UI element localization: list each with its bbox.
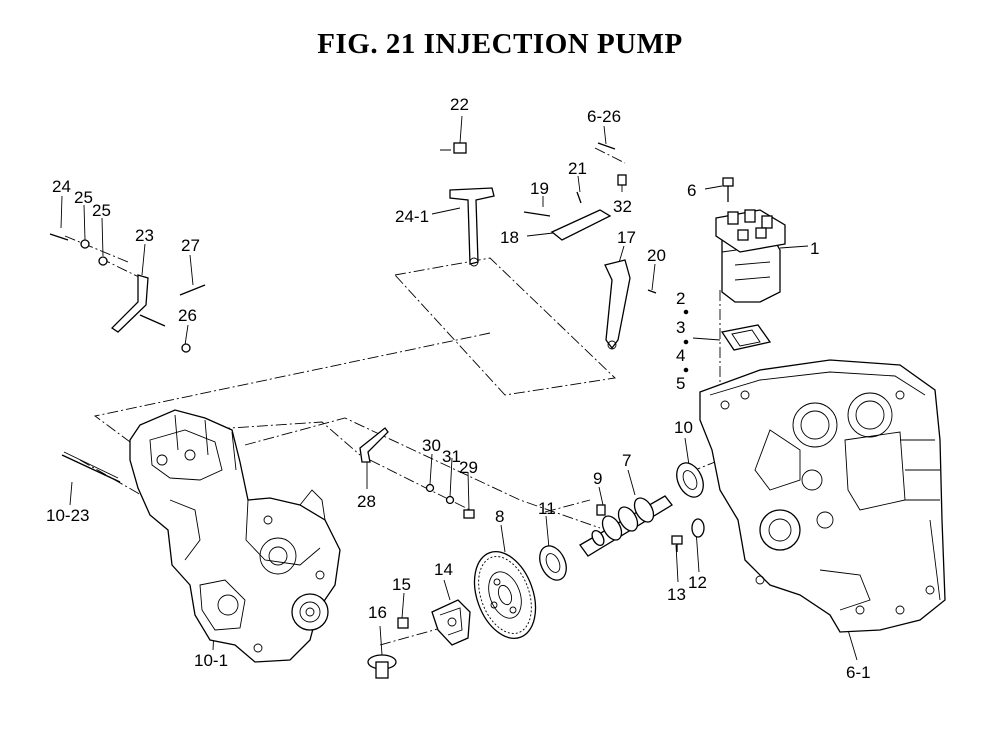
gasket-shim bbox=[683, 309, 772, 373]
label-24-1: 24-1 bbox=[395, 207, 429, 226]
nut-29 bbox=[463, 509, 475, 519]
label-19: 19 bbox=[530, 179, 549, 198]
key-9 bbox=[596, 504, 606, 516]
clip-32 bbox=[617, 174, 627, 186]
camshaft bbox=[579, 495, 673, 557]
label-10: 10 bbox=[674, 418, 693, 437]
label-22: 22 bbox=[450, 95, 469, 114]
stud-10-23 bbox=[61, 451, 121, 483]
label-27: 27 bbox=[181, 236, 200, 255]
label-10-1: 10-1 bbox=[194, 651, 228, 670]
label-13: 13 bbox=[667, 585, 686, 604]
label-2: 2 bbox=[676, 289, 685, 308]
label-31: 31 bbox=[442, 447, 461, 466]
bolt-6 bbox=[722, 177, 734, 202]
pin-20 bbox=[647, 289, 657, 294]
lever-23 bbox=[110, 274, 166, 333]
label-29: 29 bbox=[459, 458, 478, 477]
washer-30 bbox=[425, 483, 435, 493]
label-21: 21 bbox=[568, 159, 587, 178]
lever-28 bbox=[359, 427, 389, 463]
label-15: 15 bbox=[392, 575, 411, 594]
label-32: 32 bbox=[613, 197, 632, 216]
label-6-1: 6-1 bbox=[846, 663, 871, 682]
bolt-24 bbox=[49, 233, 69, 241]
label-16: 16 bbox=[368, 603, 387, 622]
label-4: 4 bbox=[676, 346, 685, 365]
label-8: 8 bbox=[495, 507, 504, 526]
bolt-19 bbox=[523, 211, 551, 217]
label-12: 12 bbox=[688, 573, 707, 592]
label-3: 3 bbox=[676, 318, 685, 337]
link-18 bbox=[550, 209, 612, 241]
bearing-11 bbox=[539, 545, 567, 581]
label-20: 20 bbox=[647, 246, 666, 265]
label-17: 17 bbox=[617, 228, 636, 247]
spring-27 bbox=[179, 284, 206, 296]
pin-15 bbox=[397, 617, 409, 629]
gear-case-housing bbox=[129, 409, 341, 663]
label-14: 14 bbox=[434, 560, 453, 579]
label-1: 1 bbox=[810, 239, 819, 258]
cylinder-block bbox=[699, 359, 946, 633]
label-9: 9 bbox=[593, 469, 602, 488]
label-25-nut: 25 bbox=[92, 201, 111, 220]
governor-weights-14 bbox=[431, 599, 471, 646]
label-23: 23 bbox=[135, 226, 154, 245]
label-7: 7 bbox=[622, 451, 631, 470]
figure-title: FIG. 21 INJECTION PUMP bbox=[317, 28, 683, 60]
label-30: 30 bbox=[422, 436, 441, 455]
injection-pump bbox=[715, 209, 786, 303]
label-25-washer: 25 bbox=[74, 188, 93, 207]
washer-12 bbox=[691, 518, 705, 538]
washer-31 bbox=[445, 495, 455, 505]
gear-8 bbox=[473, 550, 537, 640]
bolt-13 bbox=[671, 535, 683, 552]
label-26: 26 bbox=[178, 306, 197, 325]
label-10-23: 10-23 bbox=[46, 506, 89, 525]
nut-25 bbox=[98, 256, 108, 266]
bearing-10 bbox=[676, 462, 704, 498]
label-24: 24 bbox=[52, 177, 71, 196]
ring-26 bbox=[181, 343, 191, 353]
shaft-16 bbox=[367, 654, 397, 679]
lever-24-1 bbox=[449, 187, 495, 267]
leader-lines bbox=[60, 115, 858, 661]
pin-22 bbox=[453, 142, 467, 154]
pin-21 bbox=[576, 191, 582, 204]
bolt-6-26 bbox=[597, 142, 616, 150]
fork-lever-17 bbox=[604, 259, 631, 350]
label-6-26: 6-26 bbox=[587, 107, 621, 126]
washer-25 bbox=[80, 239, 90, 249]
part-labels: 22 6-26 21 32 19 18 24-1 17 20 6 1 2 3 4… bbox=[46, 95, 871, 682]
label-11: 11 bbox=[538, 499, 556, 518]
label-28: 28 bbox=[357, 492, 376, 511]
label-5: 5 bbox=[676, 374, 685, 393]
label-6: 6 bbox=[687, 181, 696, 200]
label-18: 18 bbox=[500, 228, 519, 247]
